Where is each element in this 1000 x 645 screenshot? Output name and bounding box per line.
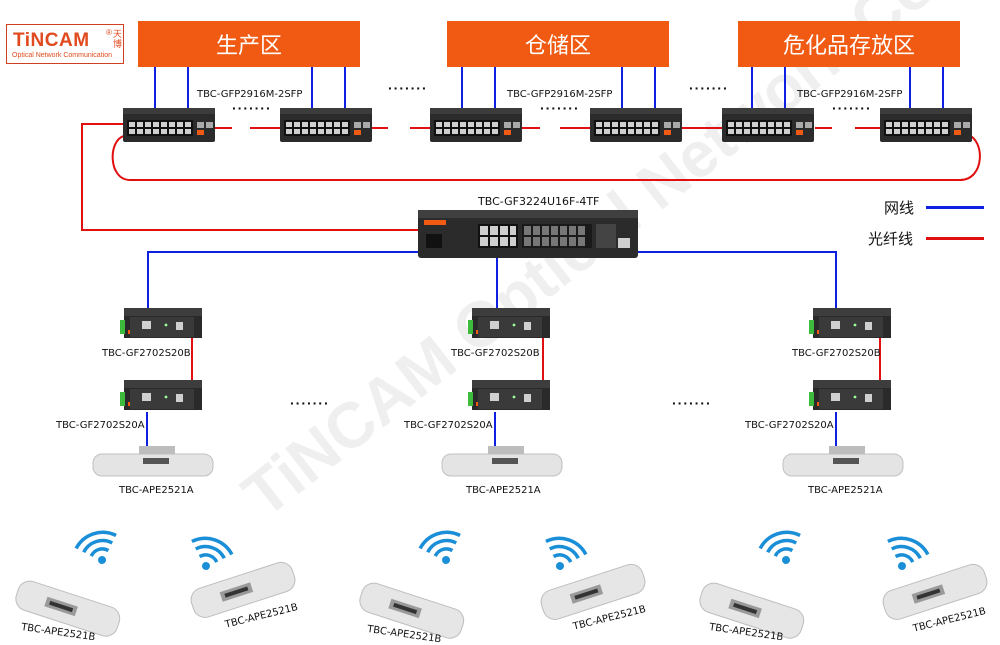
converter-top-label-3: TBC-GF2702S20B: [792, 348, 881, 359]
zone-switch-label-2: TBC-GFP2916M-2SFP: [507, 89, 613, 100]
zone-switch-label-3: TBC-GFP2916M-2SFP: [797, 89, 903, 100]
converter-bottom-label-1: TBC-GF2702S20A: [56, 420, 145, 431]
zone-switch-2a: [430, 108, 522, 142]
zone-switch-3a: [722, 108, 814, 142]
zone-switch-2b: [590, 108, 682, 142]
wifi-icon: [879, 531, 933, 579]
legend-fiber-swatch: [926, 237, 984, 240]
ellipsis: ·······: [388, 80, 428, 96]
ellipsis: ·······: [290, 395, 330, 411]
zone-storage: 仓储区: [447, 21, 669, 67]
bridge-a-2: [441, 445, 563, 477]
converter-top-label-2: TBC-GF2702S20B: [451, 348, 540, 359]
wifi-icon: [71, 525, 125, 573]
ellipsis: ·······: [832, 100, 872, 116]
converter-bottom-label-2: TBC-GF2702S20A: [404, 420, 493, 431]
bridge-a-label-1: TBC-APE2521A: [119, 485, 194, 496]
legend-ethernet-label: 网线: [884, 199, 915, 217]
wifi-icon: [755, 525, 809, 573]
logo-tagline: Optical Network Communication: [12, 52, 112, 59]
converter-fiber: [191, 333, 881, 380]
zone-switch-1a: [123, 108, 215, 142]
zone-hazmat: 危化品存放区: [738, 21, 960, 67]
core-switch: [418, 210, 638, 258]
converter-bottom-2: [468, 380, 550, 410]
bridge-a-3: [782, 445, 904, 477]
bridge-links: [146, 412, 837, 452]
zone-switch-1b: [280, 108, 372, 142]
fiber-ring: [81, 123, 981, 231]
ellipsis: ·······: [232, 100, 272, 116]
legend-fiber-label: 光纤线: [868, 230, 914, 248]
zone-switch-label-1: TBC-GFP2916M-2SFP: [197, 89, 303, 100]
bridge-a-label-3: TBC-APE2521A: [808, 485, 883, 496]
wifi-icon: [537, 531, 591, 579]
converter-top-2: [468, 308, 550, 338]
wifi-icon: [415, 525, 469, 573]
zone-switch-3b: [880, 108, 972, 142]
zone-production: 生产区: [138, 21, 360, 67]
core-switch-label: TBC-GF3224U16F-4TF: [478, 195, 600, 208]
ellipsis: ·······: [689, 80, 729, 96]
ellipsis: ·······: [540, 100, 580, 116]
legend-ethernet-swatch: [926, 206, 984, 209]
zone-uplinks: [154, 67, 944, 108]
wifi-icon: [183, 531, 237, 579]
converter-top-1: [120, 308, 202, 338]
ellipsis: ·······: [672, 395, 712, 411]
bridge-a-1: [92, 445, 214, 477]
bridge-a-label-2: TBC-APE2521A: [466, 485, 541, 496]
logo-brand: TiNCAM: [13, 30, 90, 51]
converter-bottom-label-3: TBC-GF2702S20A: [745, 420, 834, 431]
converter-bottom-1: [120, 380, 202, 410]
converter-top-label-1: TBC-GF2702S20B: [102, 348, 191, 359]
logo-reg-mark: ®: [106, 28, 112, 37]
brand-logo: TiNCAM ® 天博 Optical Network Communicatio…: [6, 24, 124, 64]
converter-bottom-3: [809, 380, 891, 410]
converter-top-3: [809, 308, 891, 338]
logo-cn: 天博: [113, 29, 123, 49]
